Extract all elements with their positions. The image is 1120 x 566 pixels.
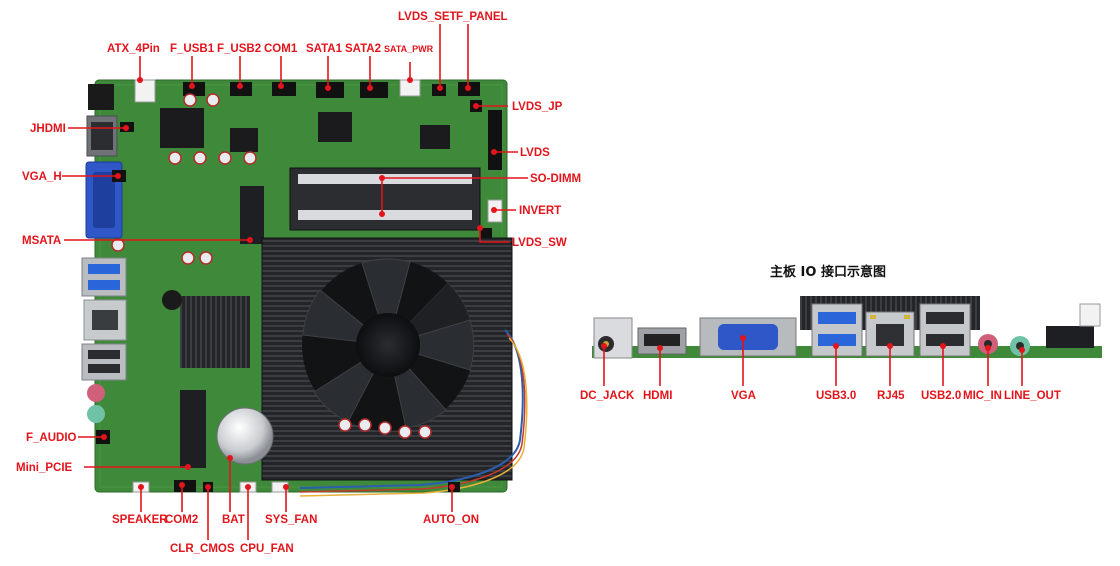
atx-4pin-connector <box>134 79 156 103</box>
io-leader-lines <box>601 335 1025 386</box>
label-f-audio: F_AUDIO <box>26 432 77 444</box>
label-cpu-fan: CPU_FAN <box>240 543 294 555</box>
label-f-usb2: F_USB2 <box>217 43 261 55</box>
usb2-port-left <box>81 343 127 381</box>
io-label-rj45: RJ45 <box>877 390 905 402</box>
label-lvds-jp: LVDS_JP <box>512 101 563 113</box>
motherboard-illustration <box>81 79 528 497</box>
label-so-dimm: SO-DIMM <box>530 173 581 185</box>
label-vga-h: VGA_H <box>22 171 62 183</box>
chipset-heatsink <box>180 296 250 368</box>
label-clr-cmos: CLR_CMOS <box>170 543 235 555</box>
board-labels: ATX_4Pin F_USB1 F_USB2 COM1 SATA1 SATA2 … <box>16 11 581 555</box>
mini-pcie-slot <box>180 390 206 468</box>
lvds-connector <box>488 110 502 170</box>
line-out-jack-left <box>87 405 105 423</box>
io-label-hdmi: HDMI <box>643 390 672 402</box>
msata-slot <box>240 186 264 244</box>
label-msata: MSATA <box>22 235 61 247</box>
io-label-usb2: USB2.0 <box>921 390 961 402</box>
label-sata1: SATA1 <box>306 43 343 55</box>
mic-jack-left <box>87 384 105 402</box>
leader-lines <box>62 24 528 540</box>
label-sys-fan: SYS_FAN <box>265 514 317 526</box>
label-jhdmi: JHDMI <box>30 123 66 135</box>
label-mini-pcie: Mini_PCIE <box>16 462 73 474</box>
io-panel-title: 主板 IO 接口示意图 <box>770 264 886 280</box>
io-label-usb3: USB3.0 <box>816 390 856 402</box>
label-f-usb1: F_USB1 <box>170 43 215 55</box>
label-invert: INVERT <box>519 205 561 217</box>
io-label-mic-in: MIC_IN <box>963 390 1002 402</box>
io-dc-jack <box>593 317 633 359</box>
sata2-connector <box>360 82 388 98</box>
label-lvds-sw: LVDS_SW <box>512 237 567 249</box>
label-f-panel: F_PANEL <box>456 11 508 23</box>
label-sata-pwr: SATA_PWR <box>384 44 434 54</box>
label-sata2: SATA2 <box>345 43 381 55</box>
io-label-line-out: LINE_OUT <box>1004 390 1061 402</box>
io-panel-illustration <box>592 296 1102 359</box>
f-usb2-header <box>230 82 252 96</box>
f-usb1-header <box>183 82 205 96</box>
dc-jack-port <box>88 84 114 110</box>
io-label-dc-jack: DC_JACK <box>580 390 635 402</box>
label-atx-4pin: ATX_4Pin <box>107 43 160 55</box>
cmos-battery <box>216 407 274 465</box>
label-com1: COM1 <box>264 43 298 55</box>
label-speaker: SPEAKER <box>112 514 168 526</box>
lvds-sw-header <box>480 228 492 238</box>
cpu-fan <box>302 258 475 431</box>
io-label-vga: VGA <box>731 390 756 402</box>
com1-header <box>272 82 296 96</box>
usb3-port-left <box>81 257 127 297</box>
label-com2: COM2 <box>165 514 198 526</box>
label-auto-on: AUTO_ON <box>423 514 479 526</box>
label-bat: BAT <box>222 514 245 526</box>
label-lvds: LVDS <box>520 147 550 159</box>
label-lvds-set: LVDS_SET <box>398 11 457 23</box>
com2-header <box>174 480 196 492</box>
io-labels: DC_JACK HDMI VGA USB3.0 RJ45 USB2.0 MIC_… <box>580 390 1061 402</box>
